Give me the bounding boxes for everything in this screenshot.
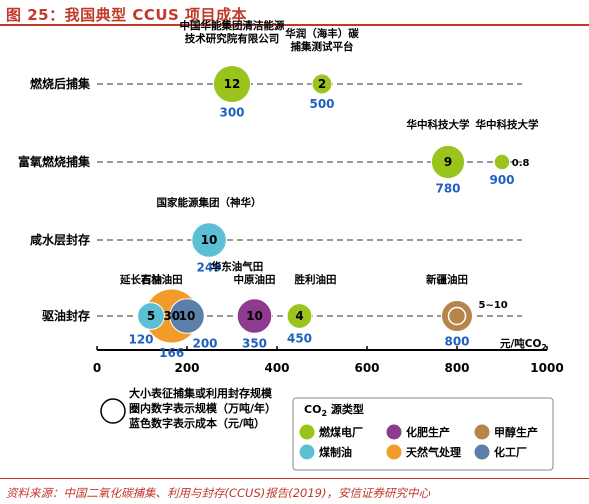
cost-label: 450 <box>287 331 312 345</box>
bubble-scale-value: 9 <box>444 155 452 169</box>
cost-label: 900 <box>489 173 514 187</box>
bubble-coal_to_oil <box>191 222 227 258</box>
bubble-scale-value: 0.8 <box>512 158 530 169</box>
bubble-scale-value: 10 <box>201 233 218 247</box>
legend-swatch-coal_power <box>299 424 315 440</box>
project-label: 华中科技大学 <box>407 118 470 131</box>
bubble-coal_power <box>311 73 333 95</box>
source-bar: 资料来源：中国二氧化碳捕集、利用与封存(CCUS)报告(2019)，安信证券研究… <box>0 478 589 504</box>
project-label: 延长石油 <box>119 273 162 286</box>
legend-swatch-gas_processing <box>386 444 402 460</box>
legend-label: 化肥生产 <box>406 425 450 439</box>
project-label: 胜利油田 <box>294 273 337 286</box>
project-label: 技术研究院有限公司 <box>185 32 280 45</box>
title-bar: 图 25：我国典型 CCUS 项目成本 <box>0 0 589 26</box>
bubble-coal_power <box>212 64 252 104</box>
project-label: 中原油田 <box>234 273 276 286</box>
x-tick-label: 800 <box>444 361 469 375</box>
legend-note-line: 蓝色数字表示成本（元/吨） <box>129 416 265 430</box>
x-tick-label: 400 <box>264 361 289 375</box>
bubble-scale-value: 5~10 <box>479 300 508 311</box>
project-label: 华东油气田 <box>211 260 264 273</box>
legend-note-line: 圈内数字表示规模（万吨/年） <box>129 401 276 415</box>
bubble-coal_to_oil <box>137 302 165 330</box>
figure-title: 图 25：我国典型 CCUS 项目成本 <box>6 6 248 24</box>
cost-label: 300 <box>219 106 244 120</box>
bubble-coal_power <box>286 303 313 329</box>
cost-label: 166 <box>159 346 184 360</box>
category-label: 富氧燃烧捕集 <box>18 154 91 169</box>
bubble-chemical <box>169 298 205 334</box>
category-label: 燃烧后捕集 <box>30 76 91 91</box>
legend-size-icon <box>100 398 126 424</box>
x-axis-unit: 元/吨CO2 <box>500 337 547 352</box>
cost-label: 780 <box>435 182 460 196</box>
category-label: 驱油封存 <box>42 308 90 323</box>
bubble-scale-value: 12 <box>224 77 241 91</box>
legend-label: 燃煤电厂 <box>318 425 363 439</box>
project-label: 华中科技大学 <box>476 118 539 131</box>
cost-label: 500 <box>309 97 334 111</box>
bubble-scale-value: 30 <box>163 309 180 323</box>
project-label: 华润（海丰）碳 <box>285 27 359 40</box>
cost-label: 800 <box>444 335 469 349</box>
bubble-inner-ring <box>447 306 467 326</box>
bubble-scale-value: 10 <box>246 309 263 323</box>
legend-label: 甲醇生产 <box>494 425 538 439</box>
bubble-scale-value: 2 <box>318 77 326 91</box>
legend-swatch-chemical <box>474 444 490 460</box>
bubble-scale-value: 10 <box>179 309 196 323</box>
project-label: 国家能源集团（神华） <box>157 196 262 209</box>
legend-label: 化工厂 <box>494 445 527 459</box>
x-tick-label: 1000 <box>530 361 563 375</box>
cost-label: 249 <box>197 260 222 274</box>
project-label: 中国华能集团清洁能源 <box>180 19 285 32</box>
x-tick-label: 0 <box>93 361 101 375</box>
bubble-methanol <box>440 299 474 333</box>
cost-label: 120 <box>128 332 153 346</box>
source-note: 资料来源：中国二氧化碳捕集、利用与封存(CCUS)报告(2019)，安信证券研究… <box>6 486 430 500</box>
bubble-coal_power <box>430 144 466 180</box>
project-label: 吉林油田 <box>141 273 183 286</box>
category-label: 咸水层封存 <box>30 232 90 247</box>
legend-label: 煤制油 <box>319 445 352 459</box>
x-tick-label: 200 <box>174 361 199 375</box>
legend-swatch-coal_to_oil <box>299 444 315 460</box>
project-label: 新疆油田 <box>426 273 468 286</box>
cost-label: 350 <box>242 336 267 350</box>
legend-swatch-methanol <box>474 424 490 440</box>
bubble-scale-value: 5 <box>147 309 155 323</box>
legend-swatch-fertilizer <box>386 424 402 440</box>
bubble-fertilizer <box>236 298 273 334</box>
legend-label: 天然气处理 <box>406 445 461 459</box>
legend-note-line: 大小表征捕集或利用封存规模 <box>129 386 273 400</box>
legend-title: CO2 源类型 <box>304 402 364 418</box>
x-tick-label: 600 <box>354 361 379 375</box>
bubble-coal_power <box>493 153 511 171</box>
bubble-scale-value: 4 <box>295 309 303 323</box>
project-label: 捕集测试平台 <box>291 40 354 53</box>
cost-label: 200 <box>192 336 217 350</box>
